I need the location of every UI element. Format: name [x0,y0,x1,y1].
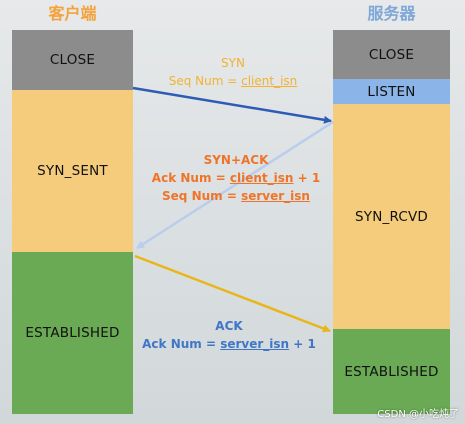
client-state-established: ESTABLISHED [12,252,133,414]
watermark: CSDN @小吃炖了 [377,409,459,420]
ack-label-line1: ACK [215,319,243,333]
syn-arrow [132,86,332,124]
syn-ack-label: SYN+ACK Ack Num = client_isn + 1 Seq Num… [138,151,334,205]
client-timeline: CLOSE SYN_SENT ESTABLISHED [12,30,133,414]
server-state-established-label: ESTABLISHED [344,363,439,380]
syn-label-line1: SYN [221,56,245,70]
syn-ack-label-line2: Ack Num = client_isn + 1 [151,171,321,185]
syn-label: SYN Seq Num = client_isn [148,54,318,90]
client-state-syn-sent: SYN_SENT [12,90,133,252]
ack-label: ACK Ack Num = server_isn + 1 [136,317,322,353]
client-state-syn-sent-label: SYN_SENT [37,163,108,179]
syn-label-line2: Seq Num = client_isn [168,74,298,88]
server-state-listen-label: LISTEN [367,83,416,100]
server-state-close: CLOSE [333,30,450,79]
server-state-syn-rcvd-label: SYN_RCVD [354,208,429,225]
syn-ack-label-line1: SYN+ACK [203,153,269,167]
ack-label-line2: Ack Num = server_isn + 1 [142,337,316,351]
ack-arrow [134,254,331,333]
server-state-syn-rcvd: SYN_RCVD [333,104,450,329]
client-state-established-label: ESTABLISHED [25,325,120,341]
server-state-established: ESTABLISHED [333,329,450,414]
client-state-close-label: CLOSE [49,52,96,68]
server-state-close-label: CLOSE [368,46,415,63]
syn-ack-label-line3: Seq Num = server_isn [162,189,310,203]
client-state-close: CLOSE [12,30,133,90]
server-timeline: CLOSE LISTEN SYN_RCVD ESTABLISHED [333,30,450,414]
server-state-listen: LISTEN [333,79,450,104]
client-header: 客户端 [48,4,97,23]
syn-ack-arrow [136,120,334,250]
server-header: 服务器 [367,4,416,23]
